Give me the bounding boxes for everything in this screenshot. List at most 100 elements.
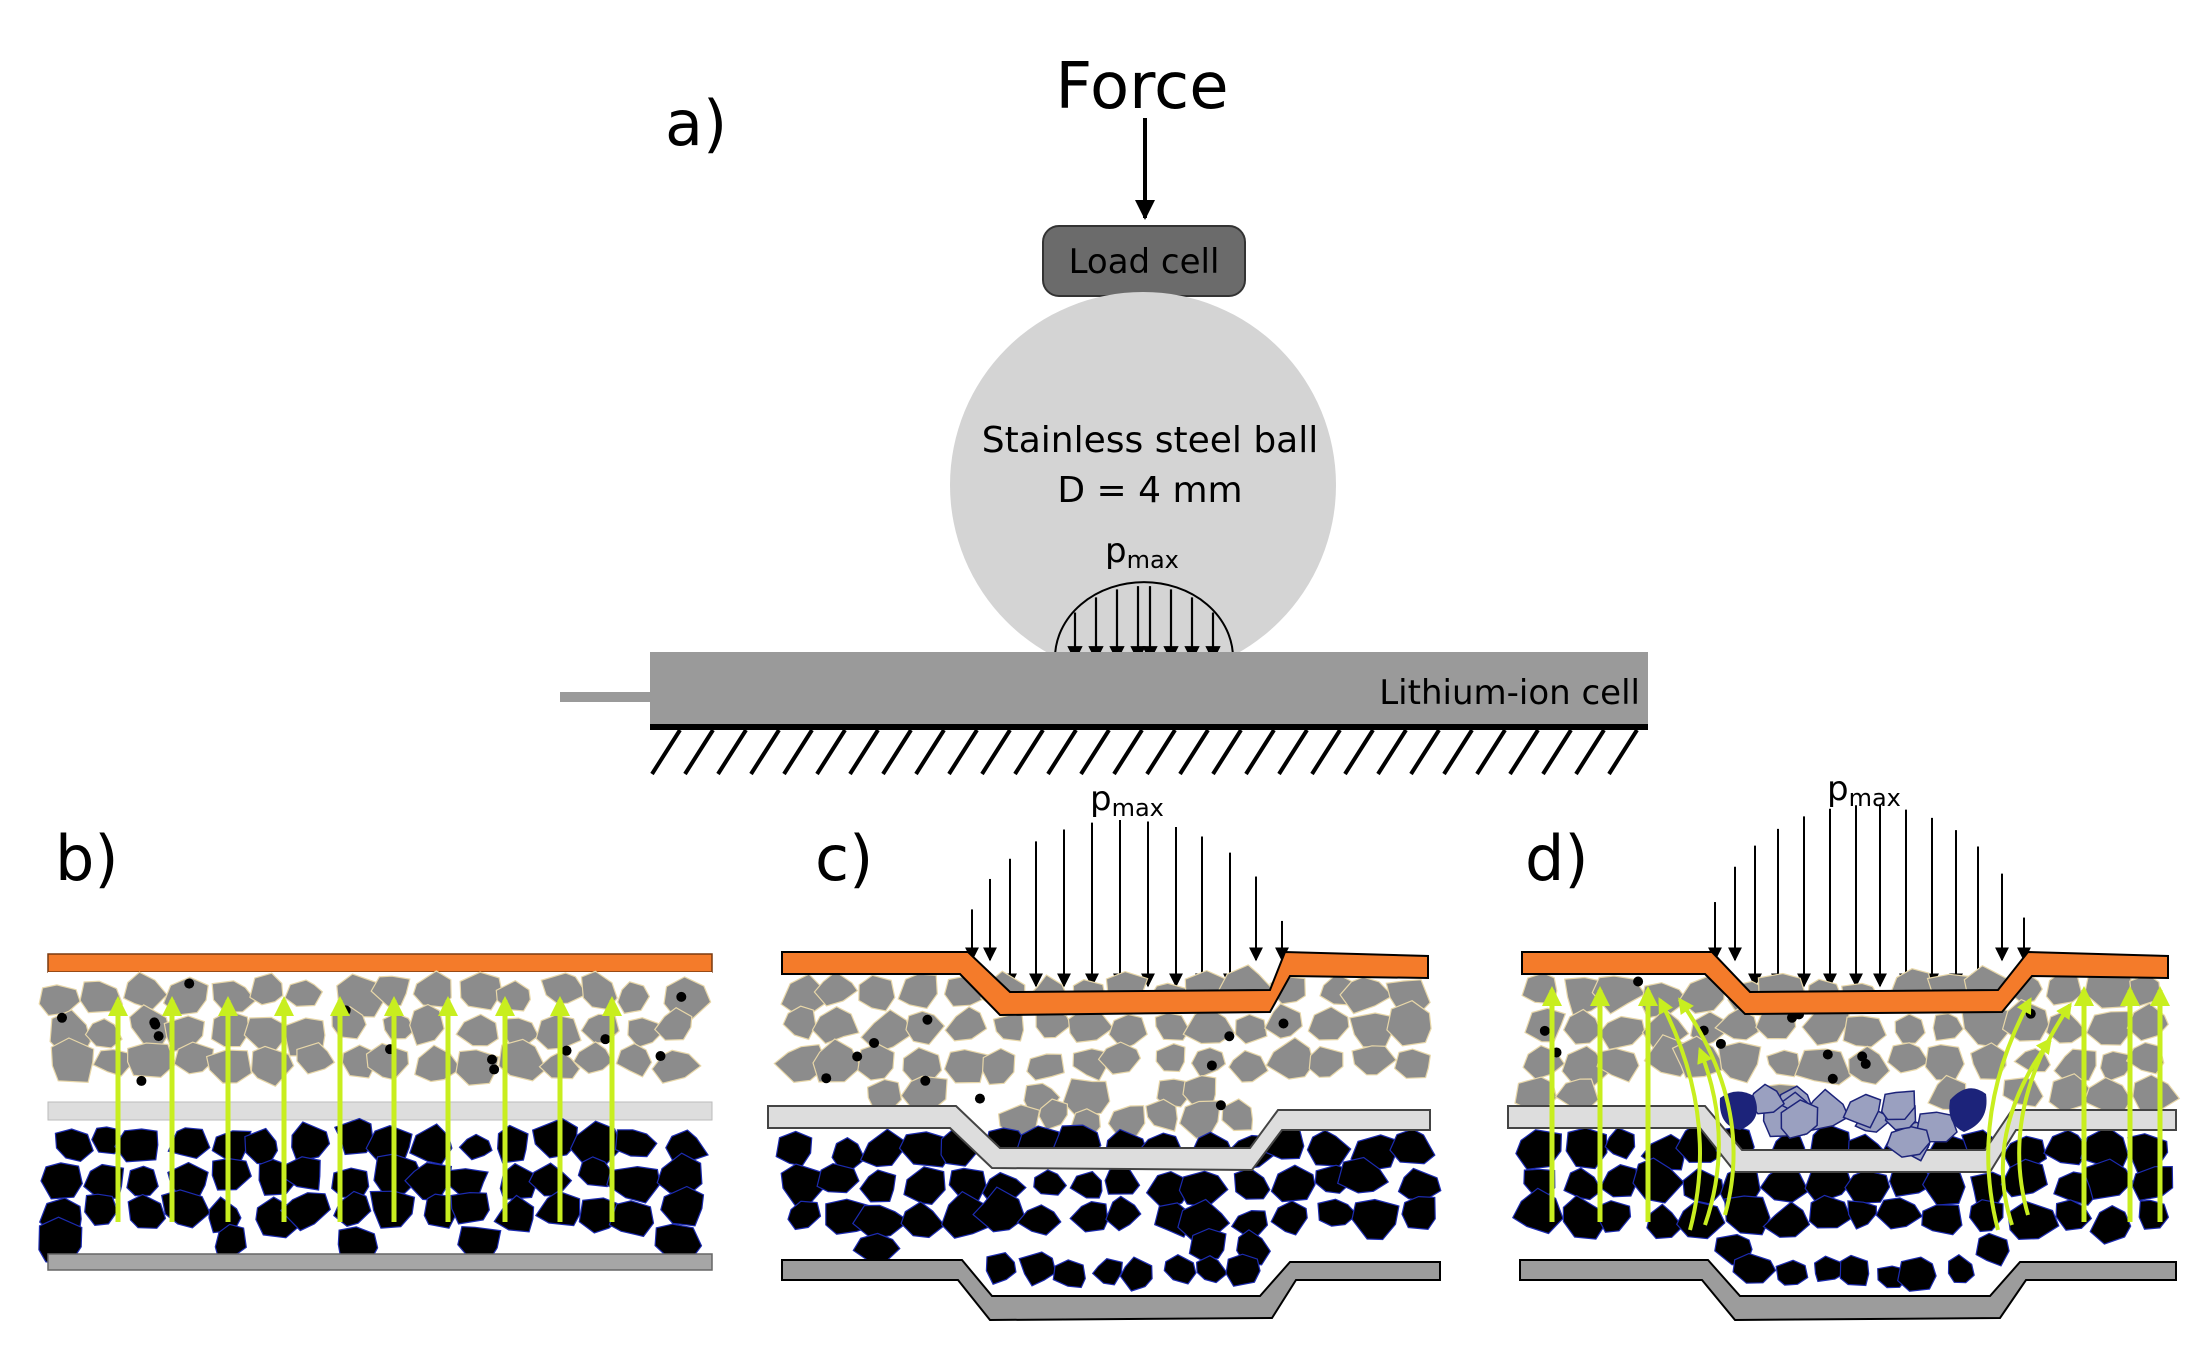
anode-particle <box>496 1124 529 1164</box>
force-label: Force <box>1055 50 1228 124</box>
cathode-particle <box>1717 1041 1762 1084</box>
cathode-collector-b <box>47 953 713 973</box>
cathode-particle <box>1108 1013 1148 1051</box>
anode-particle <box>1844 1169 1891 1205</box>
cathode-particle <box>860 1009 914 1054</box>
cathode-particle <box>173 1041 215 1075</box>
anode-particle <box>531 1117 579 1159</box>
carbon-dot <box>1860 1058 1871 1069</box>
cathode-particle <box>981 1047 1016 1086</box>
carbon-dot <box>821 1073 832 1084</box>
cathode-particle <box>2085 1010 2133 1046</box>
hatch-line <box>1541 728 1573 776</box>
cathode-particle <box>1145 1098 1178 1132</box>
anode-particle <box>1052 1259 1086 1289</box>
anode-particle <box>333 1190 372 1227</box>
anode-particle <box>606 1165 661 1204</box>
anode-particle <box>1512 1187 1564 1235</box>
cathode-particle <box>1386 1000 1432 1047</box>
anode-particle <box>167 1127 211 1160</box>
hatch-line <box>1145 728 1177 776</box>
cathode-particle <box>382 1012 416 1040</box>
pressure-label-c: pmax <box>1090 779 1164 822</box>
anode-particle <box>1724 1195 1771 1236</box>
cathode-particle <box>1842 1015 1887 1048</box>
cathode-particle <box>627 1017 663 1048</box>
carbon-dot <box>489 1064 500 1075</box>
anode-particle <box>54 1128 94 1163</box>
hatch-line <box>1079 728 1111 776</box>
cathode-particle <box>1524 1007 1567 1043</box>
cathode-particle <box>1598 1015 1646 1051</box>
anode-particle <box>1225 1253 1261 1287</box>
anode-particle <box>903 1166 946 1206</box>
anode-particle <box>900 1201 946 1239</box>
anode-particle <box>1875 1197 1923 1230</box>
anode-particle <box>1069 1200 1109 1233</box>
hatch-line <box>716 728 748 776</box>
carbon-dot <box>1224 1031 1235 1042</box>
hatch-line <box>1277 728 1309 776</box>
anode-particle <box>608 1200 655 1238</box>
cathode-particle <box>459 971 503 1011</box>
cathode-particle <box>944 1006 988 1042</box>
hatch-line <box>650 728 682 776</box>
curved-current-arrow <box>2000 1037 2052 1226</box>
panel-c-letter: c) <box>815 822 873 895</box>
cathode-particle <box>943 1048 990 1084</box>
cell-tab <box>560 692 650 702</box>
fractured-particle <box>1842 1093 1882 1129</box>
cathode-particle <box>1924 1043 1965 1081</box>
cathode-particle <box>2132 1074 2181 1115</box>
fractured-particle <box>1880 1090 1916 1121</box>
cathode-particle <box>1887 1042 1930 1074</box>
damaged-region-right <box>1949 1088 1987 1132</box>
cathode-particle <box>615 1042 653 1078</box>
cathode-particle <box>1228 1049 1269 1083</box>
anode-particle <box>84 1193 119 1227</box>
pressure-distribution-a <box>1054 581 1234 659</box>
panel-d: d) pmax <box>1507 769 2181 1322</box>
anode-particle <box>972 1186 1026 1233</box>
hatch-line <box>1310 728 1342 776</box>
anode-particle <box>161 1189 211 1229</box>
anode-particle <box>2000 1158 2048 1198</box>
cathode-particle <box>857 1043 895 1081</box>
anode-particle <box>1091 1258 1123 1286</box>
carbon-dot <box>56 1012 67 1023</box>
panel-b-letter: b) <box>55 822 119 895</box>
cathode-particle <box>126 1042 176 1079</box>
cathode-particle <box>1221 1098 1254 1132</box>
anode-particle <box>279 1192 331 1232</box>
carbon-dot <box>1206 1060 1217 1071</box>
cathode-particle <box>498 1038 548 1082</box>
fractured-particle <box>1885 1125 1931 1158</box>
cathode-particle <box>813 970 859 1007</box>
carbon-dot <box>153 1031 164 1042</box>
cathode-particle <box>782 1005 817 1041</box>
anode-particle <box>1401 1195 1436 1231</box>
carbon-dot <box>1215 1100 1226 1111</box>
ground-hatching <box>650 728 1639 776</box>
cathode-particle <box>1714 1007 1760 1041</box>
steel-ball <box>950 292 1336 678</box>
anode-particle <box>528 1162 573 1197</box>
anode-particle <box>1921 1204 1963 1236</box>
cathode-collector-c <box>781 950 1429 1017</box>
cathode-collector-d <box>1521 950 2169 1016</box>
anode-particle <box>940 1190 994 1239</box>
carbon-dot <box>184 978 195 989</box>
hatch-line <box>749 728 781 776</box>
anode-particle <box>1604 1126 1636 1160</box>
anode-particle <box>1839 1254 1870 1287</box>
cathode-particle <box>1178 1100 1222 1140</box>
hatch-line <box>848 728 880 776</box>
anode-particle <box>1105 1195 1142 1232</box>
cathode-particle <box>1026 1053 1065 1081</box>
anode-particle <box>126 1165 159 1197</box>
anode-particle <box>1195 1255 1229 1284</box>
cathode-particle <box>811 1006 860 1045</box>
anode-particle <box>1397 1167 1442 1202</box>
anode-particles-b <box>38 1117 709 1266</box>
